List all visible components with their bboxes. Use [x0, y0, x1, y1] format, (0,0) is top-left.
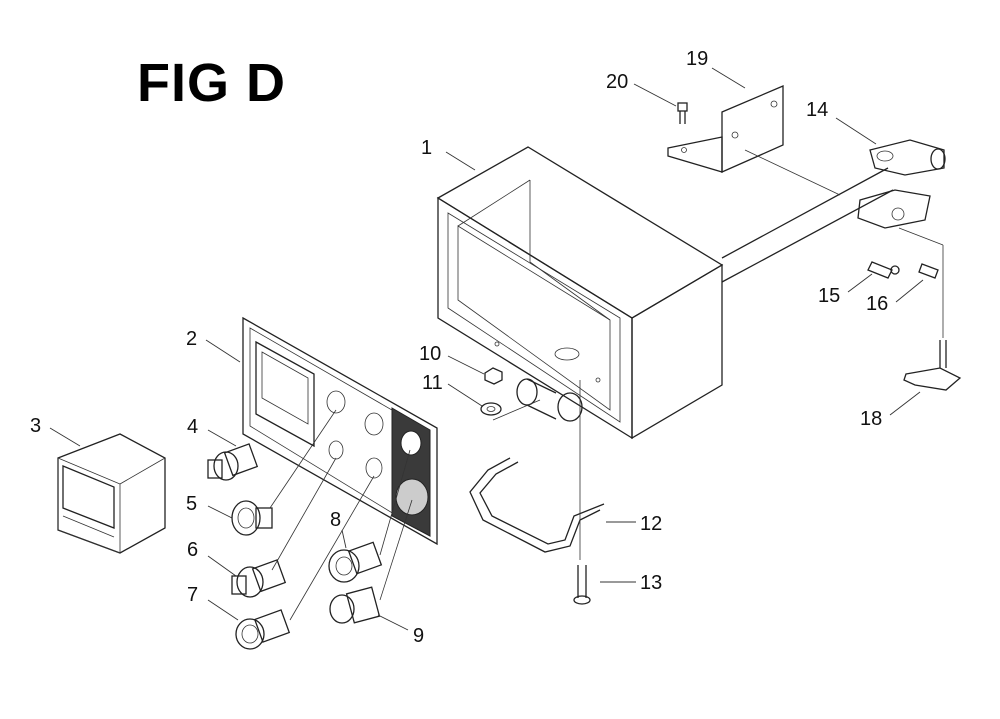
cable-gland — [516, 378, 583, 422]
callout-14: 14 — [806, 99, 828, 121]
figure-title: FIG D — [137, 53, 286, 113]
callout-7: 7 — [187, 584, 198, 606]
part-11-washer — [480, 402, 502, 416]
callout-16: 16 — [866, 293, 888, 315]
callouts: 1 2 3 4 5 6 7 8 9 10 11 12 13 14 15 16 1… — [30, 48, 888, 647]
callout-11: 11 — [422, 372, 443, 394]
part-13-screw — [573, 565, 591, 605]
callout-4: 4 — [187, 416, 198, 438]
part-5-knob — [231, 500, 273, 536]
part-12-handle — [469, 457, 605, 553]
callout-19: 19 — [686, 48, 708, 70]
callout-9: 9 — [413, 625, 424, 647]
callout-8: 8 — [330, 509, 341, 531]
part-18-lever — [903, 340, 962, 391]
callout-15: 15 — [818, 285, 840, 307]
callout-5: 5 — [186, 493, 197, 515]
callout-20: 20 — [606, 71, 628, 93]
part-9-pushbutton — [329, 586, 381, 624]
part-8-pushbutton — [328, 541, 383, 583]
part-6-selector-switch — [231, 559, 287, 598]
leader-lines — [49, 67, 924, 631]
callout-13: 13 — [640, 572, 662, 594]
part-20-screw — [677, 102, 688, 124]
part-7-pushbutton — [235, 609, 291, 650]
assembly-lines — [269, 149, 944, 621]
part-14-arm — [721, 139, 946, 283]
part-10-nut — [484, 367, 503, 385]
part-15-bolt — [867, 261, 900, 279]
callout-1: 1 — [421, 137, 432, 159]
part-19-bracket — [667, 85, 784, 173]
callout-6: 6 — [187, 539, 198, 561]
part-16-setscrew — [918, 263, 939, 279]
callout-12: 12 — [640, 513, 662, 535]
part-3-controller — [57, 433, 166, 554]
callout-3: 3 — [30, 415, 41, 437]
callout-2: 2 — [186, 328, 197, 350]
part-4-selector-switch — [207, 443, 259, 481]
callout-10: 10 — [419, 343, 441, 365]
part-2-front-panel — [242, 316, 438, 546]
part-1-enclosure — [436, 146, 724, 440]
callout-18: 18 — [860, 408, 882, 430]
